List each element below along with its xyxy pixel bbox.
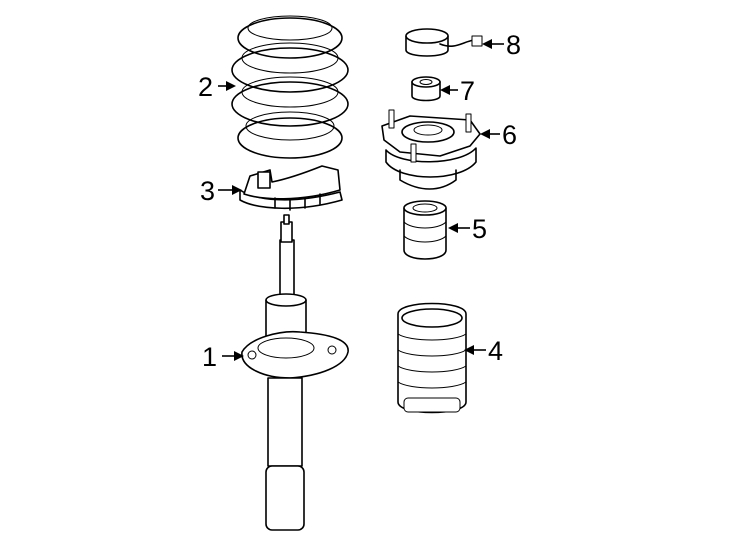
callout-6: 6 [480, 120, 517, 150]
dust-boot[interactable] [397, 302, 467, 414]
callout-2: 2 [198, 72, 236, 102]
callout-1: 1 [202, 342, 244, 372]
strut-mount[interactable] [381, 109, 481, 190]
callout-number-1: 1 [202, 342, 217, 372]
spring-isolator[interactable] [239, 165, 343, 211]
mount-nut[interactable] [411, 76, 441, 102]
callout-8: 8 [482, 30, 521, 60]
callout-number-7: 7 [460, 76, 475, 106]
callout-number-5: 5 [472, 214, 487, 244]
callout-number-2: 2 [198, 72, 213, 102]
callout-number-3: 3 [200, 176, 215, 206]
callout-5: 5 [448, 214, 487, 244]
upper-mount-bushing[interactable] [405, 28, 483, 57]
callout-number-6: 6 [502, 120, 517, 150]
strut-assembly[interactable] [241, 214, 349, 531]
callout-3: 3 [200, 176, 242, 206]
callout-number-4: 4 [488, 336, 503, 366]
coil-spring[interactable] [231, 15, 349, 159]
callout-4: 4 [464, 336, 503, 366]
callout-number-8: 8 [506, 30, 521, 60]
jounce-bumper[interactable] [403, 200, 447, 260]
callout-7: 7 [440, 76, 475, 106]
